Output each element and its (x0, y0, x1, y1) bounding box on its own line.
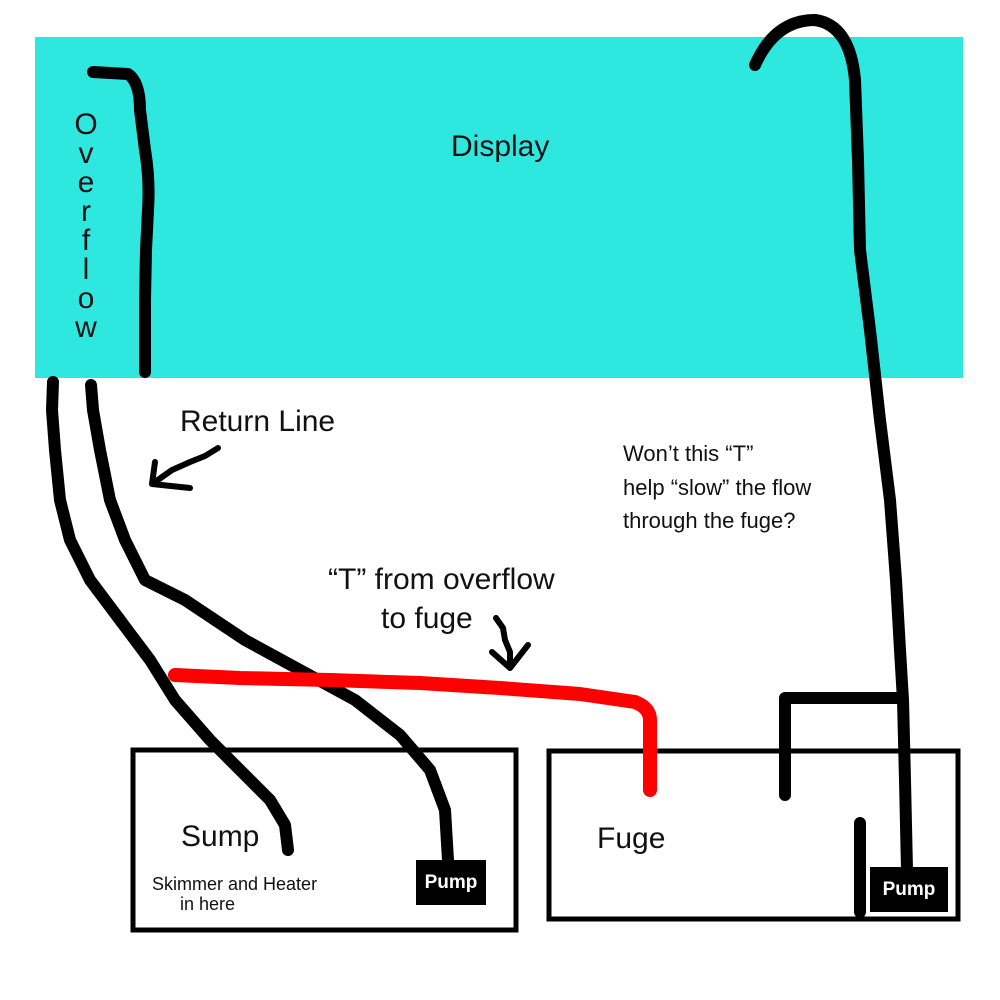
fuge-inlet-t (779, 692, 904, 801)
return-line-arrow-icon (149, 445, 221, 491)
overflow-label: O v e r f l o w (62, 108, 110, 344)
overflow-pipe (87, 66, 155, 378)
sump-note-line1: Skimmer and Heater (152, 874, 318, 894)
sump-note-line2: in here (180, 894, 236, 914)
sump-label: Sump (181, 820, 260, 853)
overflow-drain-line (46, 376, 294, 856)
overflow-letter: v (78, 137, 94, 170)
overflow-letter: o (77, 282, 95, 315)
fuge-pump: Pump (870, 867, 948, 912)
sump-box (130, 747, 519, 933)
overflow-letter: e (77, 166, 95, 199)
display-tank (35, 37, 963, 378)
t-note-line2: to fuge (381, 602, 473, 635)
sump-pump: Pump (416, 860, 486, 905)
overflow-letter: O (74, 108, 98, 141)
fuge-box (546, 748, 961, 922)
return-line-label: Return Line (180, 405, 336, 438)
question-line3: through the fuge? (623, 508, 796, 533)
t-note-arrow-icon (489, 615, 531, 671)
overflow-letter: f (81, 224, 91, 257)
t-line-overflow-to-fuge (168, 668, 657, 797)
overflow-letter: w (75, 311, 97, 344)
question-line2: help “slow” the flow (623, 475, 812, 500)
overflow-letter: l (82, 253, 90, 286)
t-note-line1: “T” from overflow (328, 563, 555, 596)
display-label: Display (451, 130, 550, 163)
return-line-pipe (749, 14, 913, 876)
overflow-letter: r (81, 195, 91, 228)
fuge-label: Fuge (597, 822, 666, 855)
question-line1: Won’t this “T” (623, 441, 754, 466)
overflow-drain-line-2 (85, 379, 454, 866)
